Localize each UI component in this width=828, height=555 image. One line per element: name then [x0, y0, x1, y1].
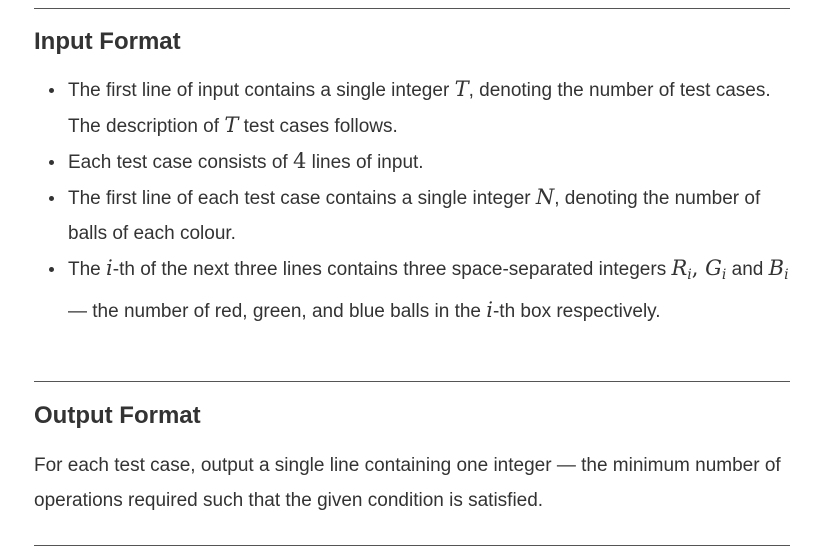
output-format-heading: Output Format	[34, 402, 201, 429]
list-item: The i-th of the next three lines contain…	[34, 251, 790, 329]
input-format-heading: Input Format	[34, 28, 181, 55]
list-item: The first line of each test case contain…	[34, 180, 790, 251]
section-divider	[34, 381, 790, 382]
list-item: Each test case consists of 4 lines of in…	[34, 144, 790, 180]
input-format-list: The first line of input contains a singl…	[34, 72, 790, 329]
bottom-divider	[34, 545, 790, 546]
top-divider	[34, 8, 790, 9]
output-format-text: For each test case, output a single line…	[34, 455, 781, 511]
list-item: The first line of input contains a singl…	[34, 72, 790, 144]
